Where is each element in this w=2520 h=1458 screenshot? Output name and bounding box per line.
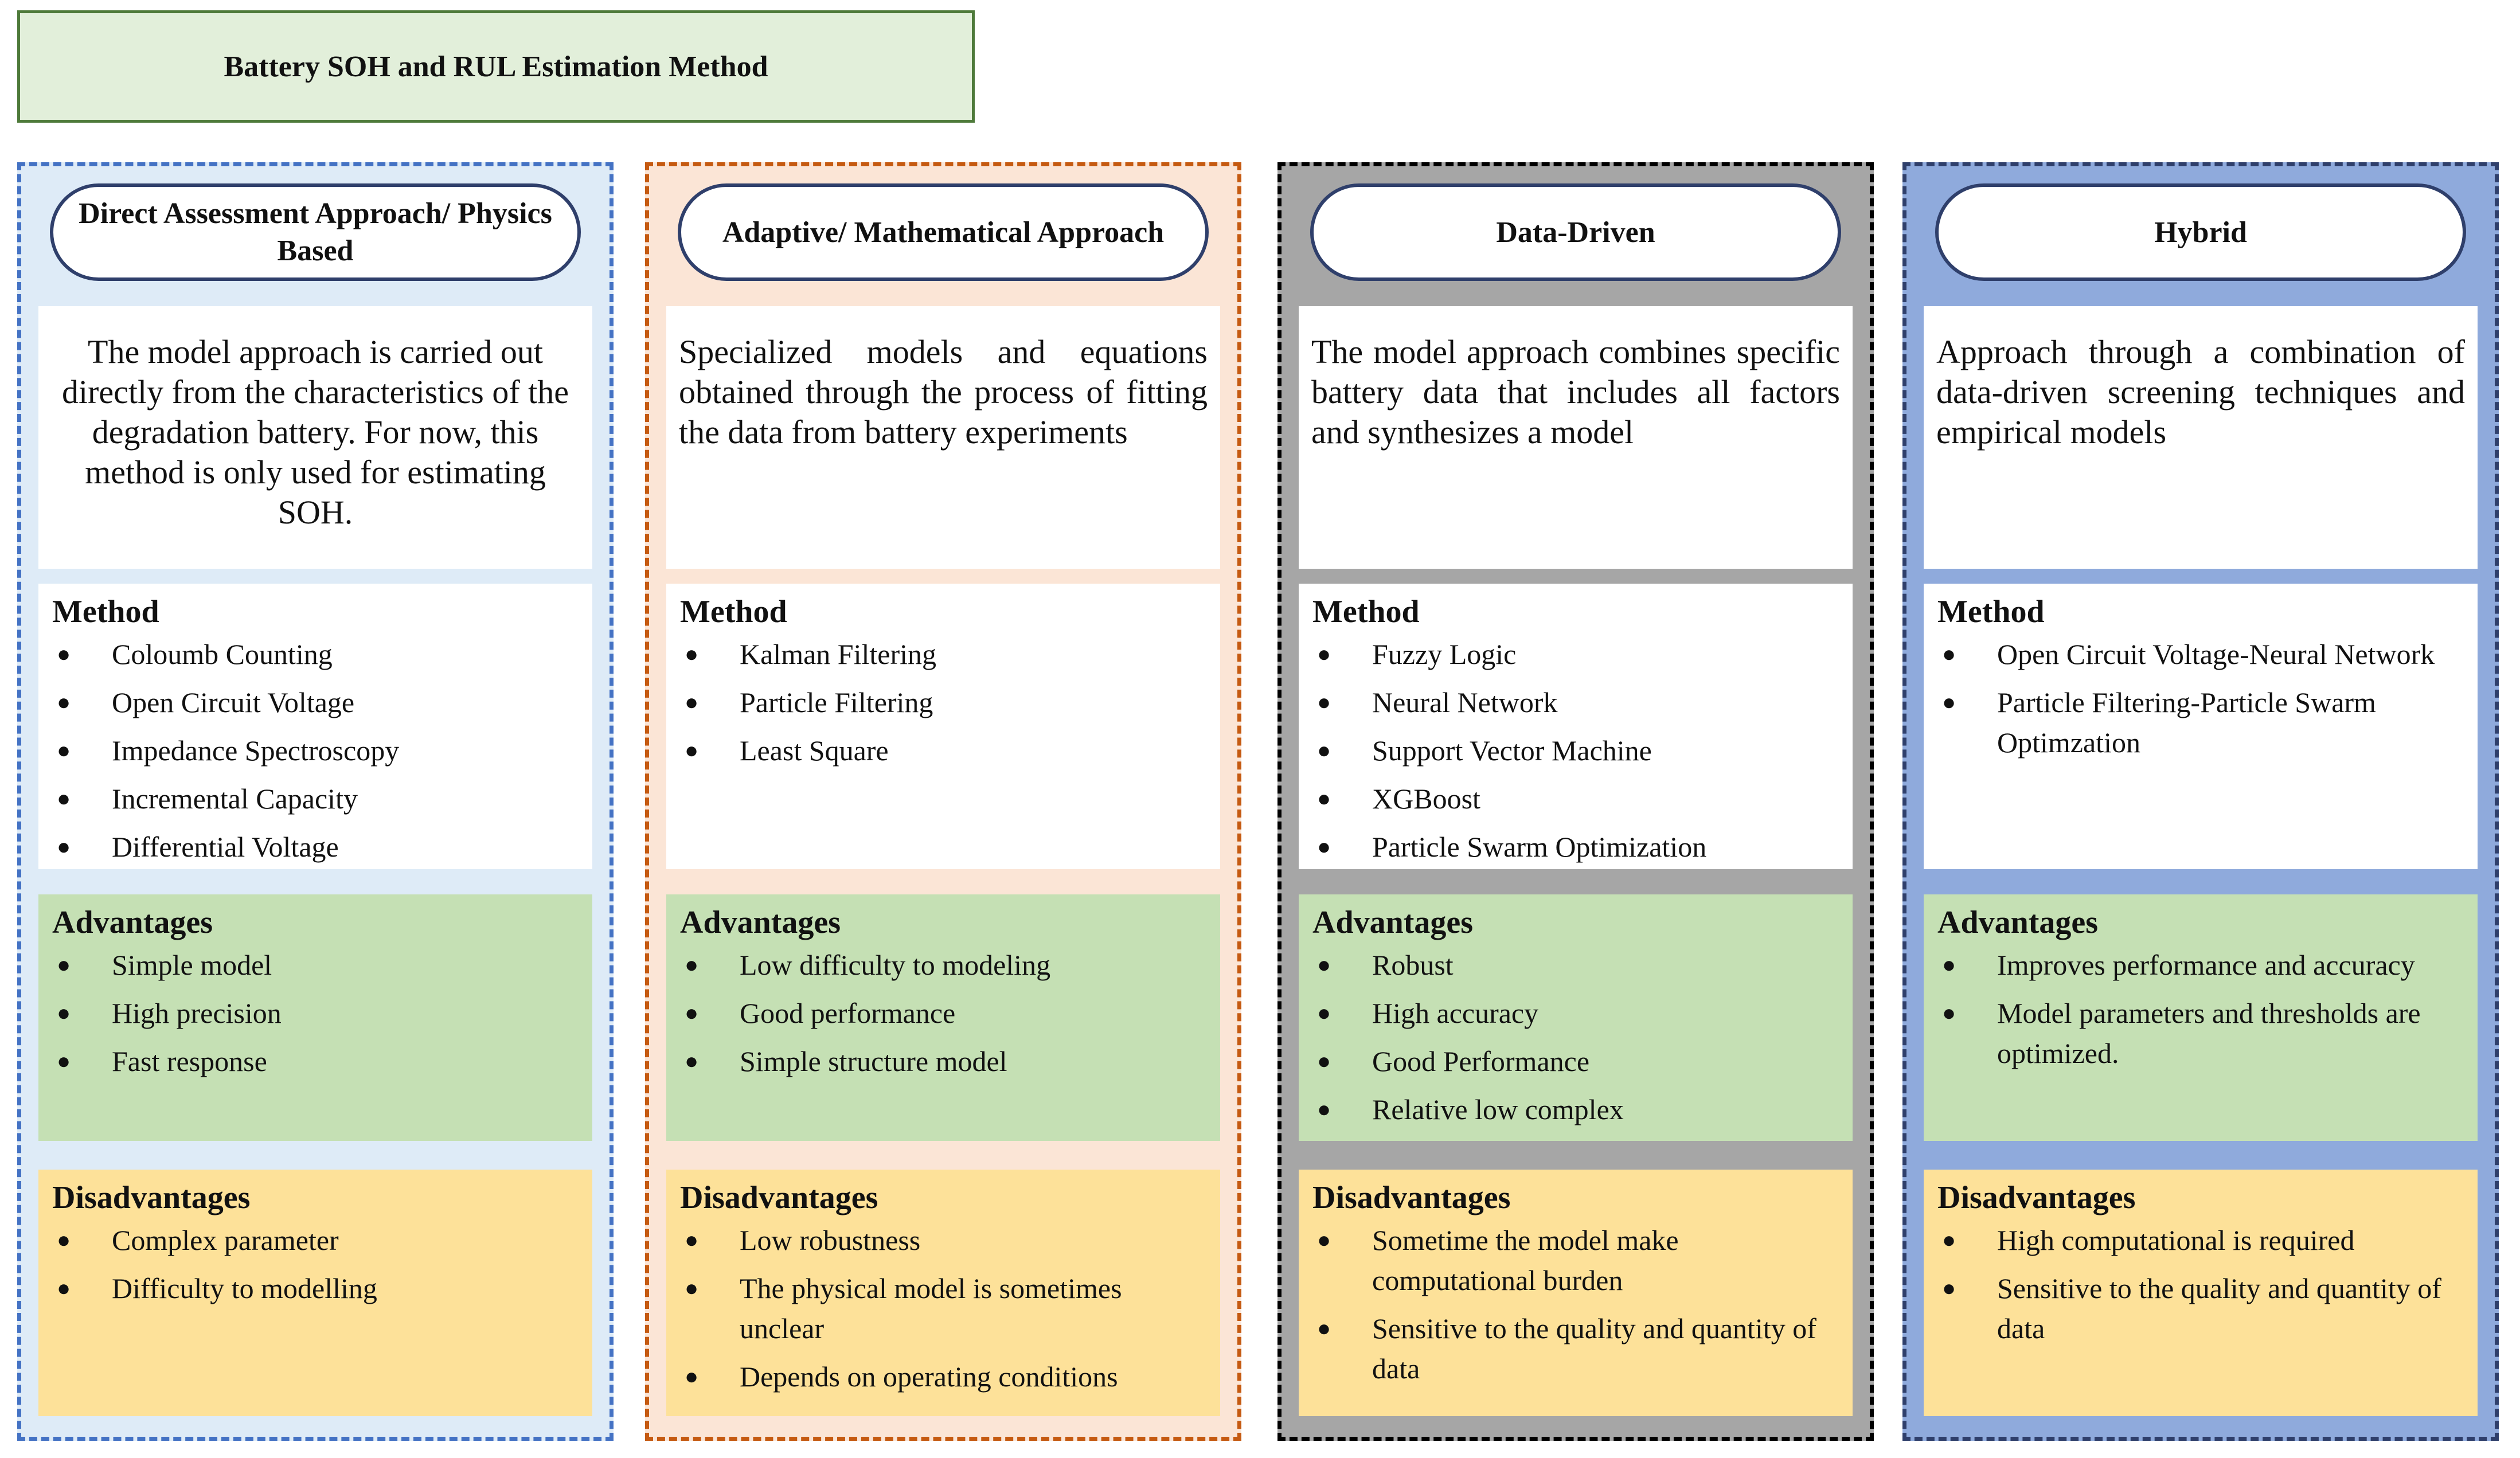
advantages-list: Simple modelHigh precisionFast response (52, 945, 581, 1081)
method-item: Open Circuit Voltage (52, 682, 581, 722)
method-list: Coloumb CountingOpen Circuit VoltageImpe… (52, 634, 581, 867)
disadvantage-item: Sensitive to the quality and quantity of… (1937, 1268, 2466, 1348)
method-item: XGBoost (1312, 779, 1841, 819)
method-item: Least Square (680, 730, 1209, 771)
method-item: Neural Network (1312, 682, 1841, 722)
column-description: Specialized models and equations obtaine… (666, 306, 1220, 569)
method-item: Particle Filtering-Particle Swarm Optimz… (1937, 682, 2466, 763)
diagram-title: Battery SOH and RUL Estimation Method (17, 10, 975, 123)
column-header: Data-Driven (1310, 183, 1841, 281)
disadvantages-list: Low robustnessThe physical model is some… (680, 1220, 1209, 1397)
method-panel: MethodKalman FilteringParticle Filtering… (666, 584, 1220, 869)
method-heading: Method (1937, 594, 2045, 630)
column-description: The model approach is carried out direct… (38, 306, 592, 569)
advantage-item: Model parameters and thresholds are opti… (1937, 993, 2466, 1073)
advantages-list: RobustHigh accuracyGood PerformanceRelat… (1312, 945, 1841, 1129)
advantage-item: Robust (1312, 945, 1841, 985)
column-physics-based: Direct Assessment Approach/ Physics Base… (17, 162, 614, 1441)
advantages-heading: Advantages (52, 905, 213, 940)
method-item: Kalman Filtering (680, 634, 1209, 674)
method-item: Particle Swarm Optimization (1312, 827, 1841, 867)
disadvantages-panel: DisadvantagesComplex parameterDifficulty… (38, 1170, 592, 1416)
method-item: Support Vector Machine (1312, 730, 1841, 771)
advantage-item: High accuracy (1312, 993, 1841, 1033)
advantages-list: Improves performance and accuracyModel p… (1937, 945, 2466, 1073)
advantage-item: Improves performance and accuracy (1937, 945, 2466, 985)
column-description: The model approach combines specific bat… (1299, 306, 1853, 569)
advantages-list: Low difficulty to modelingGood performan… (680, 945, 1209, 1081)
method-heading: Method (1312, 594, 1420, 630)
disadvantage-item: The physical model is sometimes unclear (680, 1268, 1209, 1348)
advantage-item: Good performance (680, 993, 1209, 1033)
advantage-item: Relative low complex (1312, 1089, 1841, 1129)
method-heading: Method (52, 594, 159, 630)
advantage-item: Fast response (52, 1041, 581, 1081)
method-list: Kalman FilteringParticle FilteringLeast … (680, 634, 1209, 771)
method-heading: Method (680, 594, 787, 630)
disadvantages-heading: Disadvantages (1312, 1180, 1511, 1215)
method-panel: MethodOpen Circuit Voltage-Neural Networ… (1924, 584, 2478, 869)
advantages-heading: Advantages (1312, 905, 1474, 940)
disadvantage-item: Complex parameter (52, 1220, 581, 1260)
disadvantages-heading: Disadvantages (680, 1180, 878, 1215)
advantages-panel: AdvantagesSimple modelHigh precisionFast… (38, 894, 592, 1141)
advantage-item: Low difficulty to modeling (680, 945, 1209, 985)
column-header: Hybrid (1935, 183, 2466, 281)
disadvantages-list: High computational is requiredSensitive … (1937, 1220, 2466, 1348)
disadvantage-item: Difficulty to modelling (52, 1268, 581, 1308)
method-item: Particle Filtering (680, 682, 1209, 722)
method-panel: MethodColoumb CountingOpen Circuit Volta… (38, 584, 592, 869)
advantage-item: Simple structure model (680, 1041, 1209, 1081)
column-description: Approach through a combination of data-d… (1924, 306, 2478, 569)
disadvantage-item: Sensitive to the quality and quantity of… (1312, 1308, 1841, 1389)
disadvantages-panel: DisadvantagesHigh computational is requi… (1924, 1170, 2478, 1416)
disadvantage-item: Sometime the model make computational bu… (1312, 1220, 1841, 1300)
advantages-panel: AdvantagesRobustHigh accuracyGood Perfor… (1299, 894, 1853, 1141)
method-item: Coloumb Counting (52, 634, 581, 674)
column-header: Direct Assessment Approach/ Physics Base… (50, 183, 581, 281)
advantage-item: Simple model (52, 945, 581, 985)
advantage-item: High precision (52, 993, 581, 1033)
method-list: Open Circuit Voltage-Neural NetworkParti… (1937, 634, 2466, 763)
method-item: Impedance Spectroscopy (52, 730, 581, 771)
method-item: Fuzzy Logic (1312, 634, 1841, 674)
disadvantage-item: High computational is required (1937, 1220, 2466, 1260)
advantage-item: Good Performance (1312, 1041, 1841, 1081)
disadvantages-heading: Disadvantages (1937, 1180, 2136, 1215)
disadvantages-panel: DisadvantagesLow robustnessThe physical … (666, 1170, 1220, 1416)
advantages-heading: Advantages (1937, 905, 2099, 940)
method-item: Differential Voltage (52, 827, 581, 867)
method-item: Open Circuit Voltage-Neural Network (1937, 634, 2466, 674)
disadvantages-list: Sometime the model make computational bu… (1312, 1220, 1841, 1389)
advantages-panel: AdvantagesLow difficulty to modelingGood… (666, 894, 1220, 1141)
advantages-heading: Advantages (680, 905, 841, 940)
disadvantages-heading: Disadvantages (52, 1180, 251, 1215)
disadvantage-item: Depends on operating conditions (680, 1357, 1209, 1397)
column-header: Adaptive/ Mathematical Approach (678, 183, 1209, 281)
disadvantages-panel: DisadvantagesSometime the model make com… (1299, 1170, 1853, 1416)
method-list: Fuzzy LogicNeural NetworkSupport Vector … (1312, 634, 1841, 867)
advantages-panel: AdvantagesImproves performance and accur… (1924, 894, 2478, 1141)
disadvantage-item: Low robustness (680, 1220, 1209, 1260)
method-item: Incremental Capacity (52, 779, 581, 819)
method-panel: MethodFuzzy LogicNeural NetworkSupport V… (1299, 584, 1853, 869)
disadvantages-list: Complex parameterDifficulty to modelling (52, 1220, 581, 1308)
